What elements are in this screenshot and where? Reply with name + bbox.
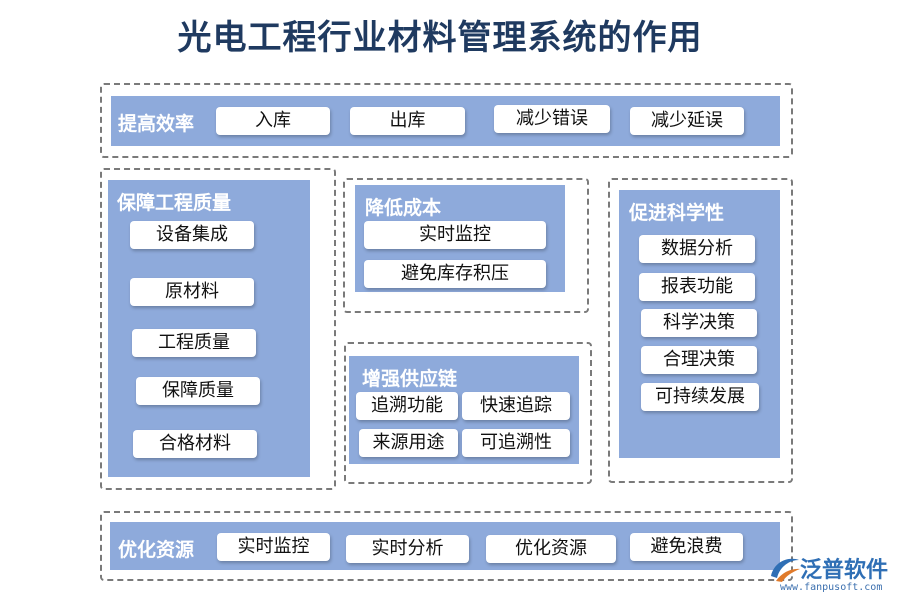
resources-frame [100, 511, 793, 581]
quality-item-qualified-materials: 合格材料 [133, 430, 257, 458]
logo-text: 泛普软件 [800, 558, 889, 583]
quality-item-equipment-integration: 设备集成 [130, 221, 254, 249]
quality-item-assure-quality: 保障质量 [136, 377, 260, 405]
resources-item-optimize-resources: 优化资源 [486, 535, 616, 563]
cost-item-avoid-overstock: 避免库存积压 [364, 260, 546, 288]
brand-logo: 泛普软件 www.fanpusoft.com [768, 552, 896, 596]
science-item-rational-decision: 合理决策 [641, 346, 757, 374]
efficiency-item-inbound: 入库 [216, 107, 330, 135]
supply-item-traceability: 可追溯性 [462, 429, 570, 457]
efficiency-item-reduce-errors: 减少错误 [494, 105, 610, 133]
quality-item-engineering-quality: 工程质量 [132, 329, 256, 357]
science-item-data-analysis: 数据分析 [639, 235, 755, 263]
science-panel: 促进科学性 数据分析 报表功能 科学决策 合理决策 可持续发展 [619, 190, 780, 458]
efficiency-panel: 提高效率 入库 出库 减少错误 减少延误 [111, 96, 780, 146]
resources-item-avoid-waste: 避免浪费 [630, 533, 743, 561]
efficiency-item-outbound: 出库 [350, 107, 465, 135]
science-item-report-function: 报表功能 [639, 273, 755, 301]
supply-item-source-use: 来源用途 [359, 429, 458, 457]
quality-title: 保障工程质量 [117, 192, 232, 214]
page-title: 光电工程行业材料管理系统的作用 [177, 18, 703, 58]
supply-item-traceability-function: 追溯功能 [356, 392, 458, 420]
supply-item-fast-tracking: 快速追踪 [462, 392, 570, 420]
logo-url: www.fanpusoft.com [780, 582, 883, 593]
supply-panel: 增强供应链 追溯功能 快速追踪 来源用途 可追溯性 [349, 356, 579, 464]
cost-title: 降低成本 [365, 197, 442, 219]
science-frame [608, 178, 793, 483]
cost-frame [343, 178, 589, 313]
supply-title: 增强供应链 [362, 368, 458, 390]
science-item-sustainable-development: 可持续发展 [641, 383, 759, 411]
efficiency-title: 提高效率 [118, 113, 195, 135]
quality-panel: 保障工程质量 设备集成 原材料 工程质量 保障质量 合格材料 [108, 180, 310, 477]
quality-item-raw-materials: 原材料 [130, 278, 254, 306]
resources-item-realtime-analysis: 实时分析 [346, 535, 469, 563]
cost-item-realtime-monitoring: 实时监控 [364, 221, 546, 249]
cost-panel: 降低成本 实时监控 避免库存积压 [355, 185, 565, 292]
quality-frame [100, 168, 336, 490]
resources-item-realtime-monitoring: 实时监控 [217, 533, 330, 561]
resources-panel: 优化资源 实时监控 实时分析 优化资源 避免浪费 [110, 522, 780, 570]
science-item-scientific-decision: 科学决策 [641, 309, 757, 337]
efficiency-item-reduce-delays: 减少延误 [630, 107, 744, 135]
logo-icon [771, 558, 800, 582]
supply-frame [344, 342, 592, 484]
efficiency-frame [100, 83, 793, 158]
resources-title: 优化资源 [118, 539, 195, 561]
science-title: 促进科学性 [629, 202, 725, 224]
